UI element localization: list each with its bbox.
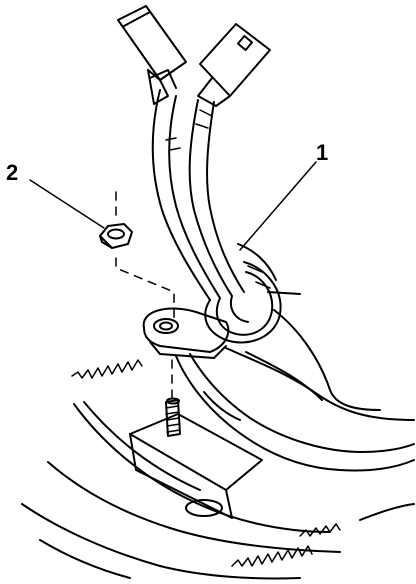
break-lines xyxy=(71,359,341,567)
webbing-straps xyxy=(151,89,282,344)
exploded-view-centerlines xyxy=(115,191,175,401)
leader-line-2 xyxy=(29,179,105,229)
buckle-head-left xyxy=(117,5,187,105)
callout-leaders xyxy=(29,161,317,251)
callout-label-1: 1 xyxy=(316,140,329,165)
buckle-head-right xyxy=(197,23,271,107)
mounting-structure xyxy=(21,291,415,580)
callout-label-2: 2 xyxy=(6,160,19,185)
anchor-plate xyxy=(142,307,230,359)
nut xyxy=(99,223,133,249)
leader-line-1 xyxy=(239,161,317,251)
threaded-stud xyxy=(165,397,181,437)
